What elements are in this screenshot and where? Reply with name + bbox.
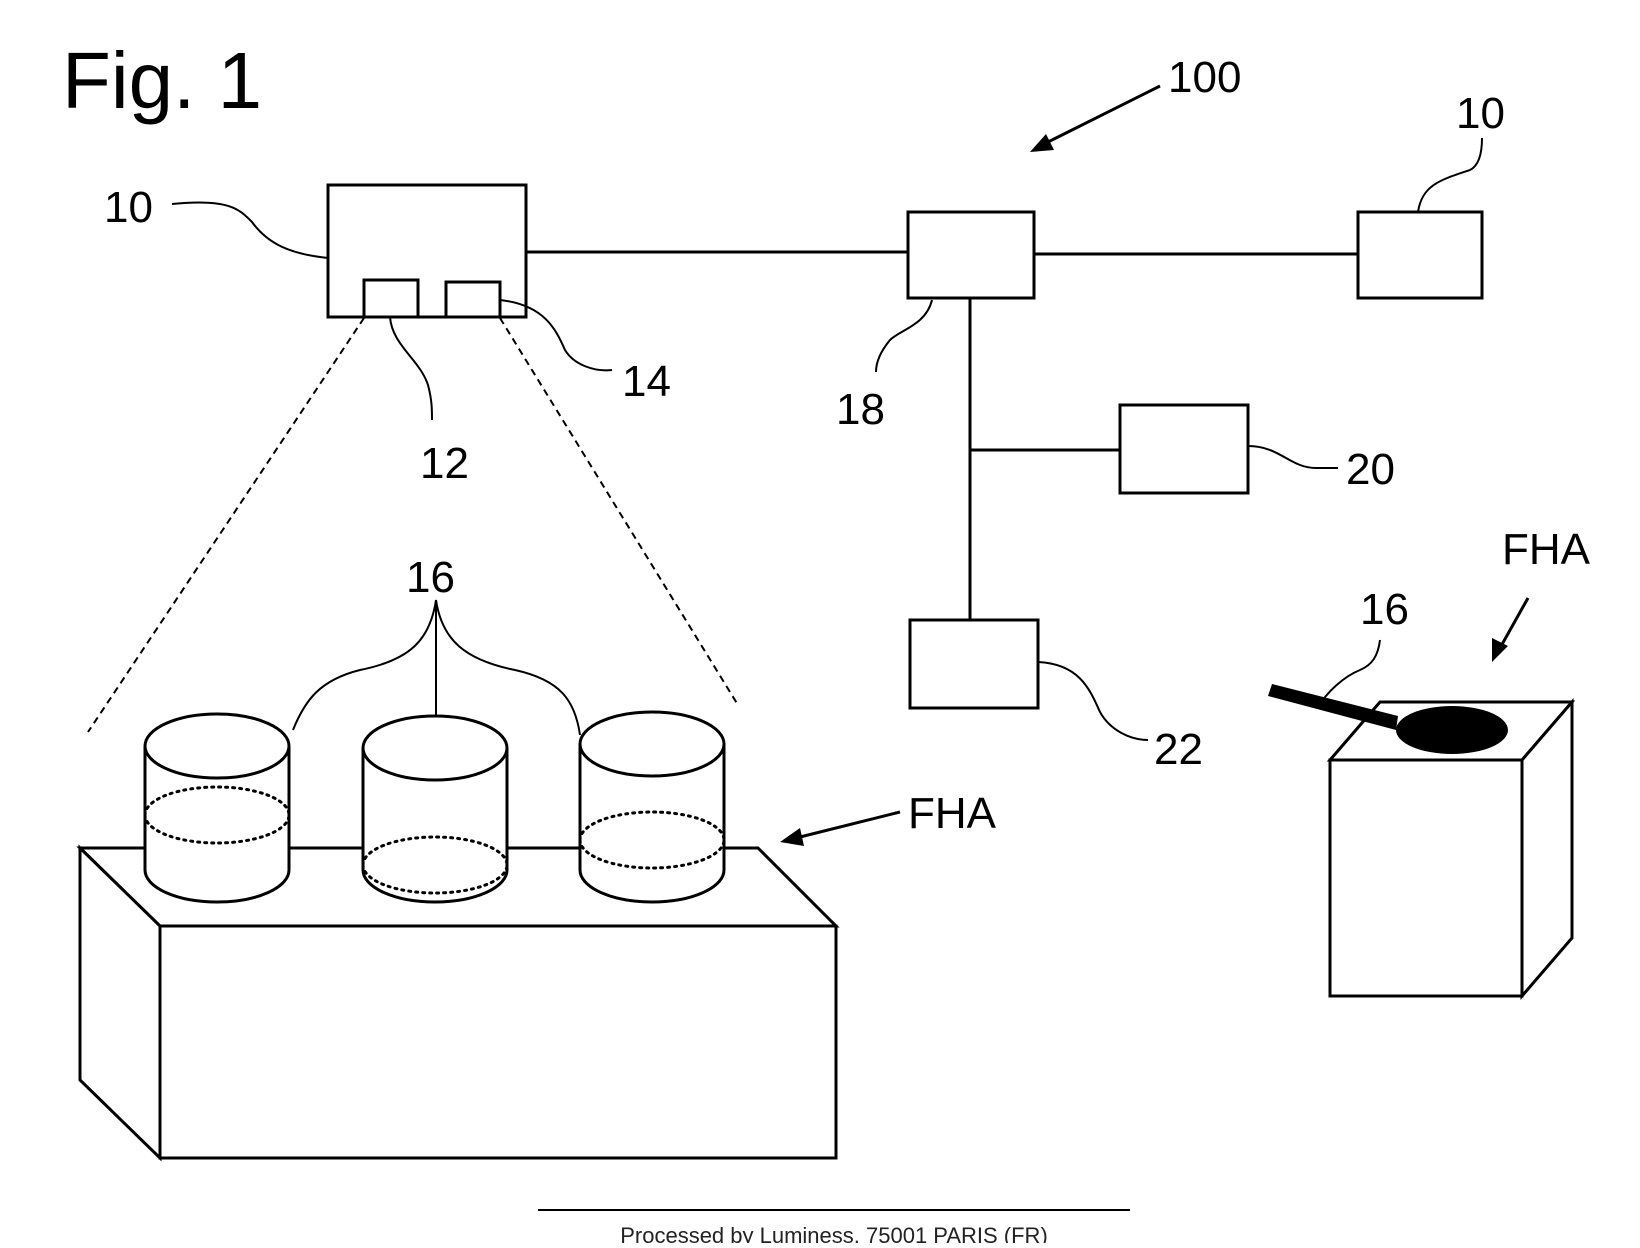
label-sensor-14: 14 (622, 357, 671, 406)
leader-camera-right (1418, 138, 1482, 212)
label-unit-20: 20 (1346, 445, 1395, 494)
label-sensor-12: 12 (420, 439, 469, 488)
fha-arrow-right (1492, 598, 1528, 662)
label-hub: 18 (836, 385, 885, 434)
leader-sensor-12 (390, 317, 432, 420)
leader-container-right (1318, 640, 1380, 708)
label-fha-left: FHA (908, 789, 997, 838)
label-camera-left: 10 (104, 183, 153, 232)
container-2 (363, 716, 507, 902)
label-fha-right: FHA (1502, 525, 1591, 574)
hub-18 (908, 212, 1034, 298)
spoon-bowl (1396, 706, 1508, 754)
leader-hub-18 (876, 300, 932, 372)
label-system: 100 (1168, 53, 1241, 102)
fov-line-left (88, 318, 364, 732)
unit-22 (910, 620, 1038, 708)
container-3 (580, 712, 724, 902)
label-camera-right: 10 (1456, 89, 1505, 138)
sensor-12 (364, 280, 418, 317)
figure-title: Fig. 1 (62, 36, 262, 125)
leader-unit-22 (1038, 662, 1148, 740)
leader-unit-20 (1248, 446, 1338, 468)
label-containers-left: 16 (406, 553, 455, 602)
unit-20 (1120, 405, 1248, 493)
label-container-right: 16 (1360, 585, 1409, 634)
system-arrow (1030, 86, 1160, 152)
camera-unit-left (328, 185, 526, 317)
leader-camera-left (172, 202, 328, 258)
fov-line-right (500, 318, 738, 705)
container-1 (145, 714, 289, 902)
sensor-14 (446, 282, 500, 317)
footer-text: Processed by Luminess, 75001 PARIS (FR) (620, 1223, 1048, 1243)
label-unit-22: 22 (1154, 725, 1203, 774)
camera-unit-right (1358, 212, 1482, 298)
fha-arrow-left (780, 812, 900, 846)
holding-cube-right (1268, 684, 1572, 996)
